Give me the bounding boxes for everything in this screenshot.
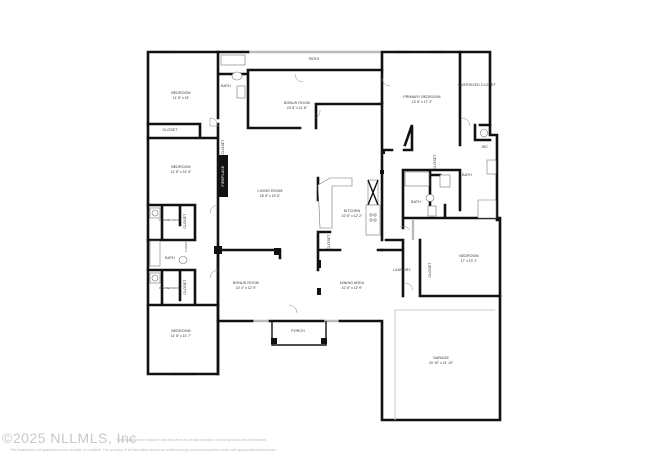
size-bonus-room-south: 10' 4" x 12' 9"	[236, 286, 257, 290]
label-closet-primary: CLOSET	[433, 154, 437, 170]
label-fireplace: FIREPLACE	[221, 165, 225, 186]
label-bath-nw: BATH	[221, 84, 231, 88]
label-bedroom-sw: BEDROOM	[171, 329, 190, 333]
label-closet-nw: CLOSET	[163, 128, 179, 132]
label-laundry: LAUNDRY	[393, 268, 411, 272]
label-oversized-closet: OVERSIZED CLOSET	[458, 83, 496, 87]
kitchen-counters	[317, 177, 381, 236]
size-bedroom-nw: 11' 8" x 15'	[173, 96, 190, 100]
label-living-room: LIVING ROOM	[257, 189, 282, 193]
label-closet-powder-1: CLOSET	[183, 213, 187, 229]
size-living-room: 18' 5" x 19' 6"	[260, 194, 281, 198]
copyright-watermark: ©2025 NLLMLS, Inc	[2, 430, 137, 446]
size-bedroom-west: 11' 8" x 14' 5"	[171, 170, 192, 174]
size-primary-bedroom: 13' 6" x 17' 3"	[412, 100, 433, 104]
label-primary-bath: BATH	[462, 173, 472, 177]
label-dining-area: DINING AREA	[340, 281, 365, 285]
label-wc: WC	[482, 145, 488, 149]
label-closet-laundry: CLOSET	[428, 262, 432, 278]
size-kitchen: 10' 8" x 12' 2"	[342, 214, 363, 218]
size-bonus-room-north: 23' 8" x 11' 8"	[287, 106, 308, 110]
label-porch: PORCH	[291, 329, 305, 333]
size-dining-area: 10' 8" x 12' 9"	[342, 286, 363, 290]
label-bath-east: BATH	[411, 200, 421, 204]
label-bedroom-west: BEDROOM	[171, 165, 190, 169]
disclaimer-line-2: This illustration is not guaranteed to b…	[10, 448, 277, 452]
room-labels: PATIO BEDROOM 11' 8" x 15' BATH CLOSET B…	[159, 57, 496, 365]
label-bedroom-east: BEDROOM	[459, 254, 478, 258]
label-closet-kitchen: CLOSET	[327, 234, 331, 250]
label-closet-powder-2: CLOSET	[183, 279, 187, 295]
bath-fixtures	[149, 54, 497, 284]
label-powder-room-1: POWDER ROOM	[159, 218, 181, 222]
garage-door-outline	[394, 309, 495, 420]
label-patio: PATIO	[309, 57, 320, 61]
label-powder-room-2: POWDER ROOM	[159, 286, 181, 290]
label-closet-living: CLOSET	[221, 139, 225, 155]
label-garage: GARAGE	[433, 356, 449, 360]
label-bath-west: BATH	[165, 256, 175, 260]
label-primary-bedroom: PRIMARY BEDROOM	[403, 95, 440, 99]
porch-outline	[271, 321, 327, 346]
label-bedroom-nw: BEDROOM	[171, 91, 190, 95]
label-closet-bath-west: CLOSET	[185, 241, 188, 252]
size-bedroom-sw: 11' 8" x 14' 7"	[171, 334, 192, 338]
label-bonus-room-south: BONUS ROOM	[233, 281, 259, 285]
size-bedroom-east: 17' x 13' 1"	[461, 259, 478, 263]
label-kitchen: KITCHEN	[344, 209, 361, 213]
columns	[214, 150, 385, 344]
doors	[209, 73, 471, 314]
disclaimer-line-1: This illustration are indicative only an…	[116, 438, 267, 442]
label-bonus-room-north: BONUS ROOM	[284, 101, 310, 105]
size-garage: 20' 10" x 21' 10"	[429, 361, 454, 365]
fireplace-block	[218, 155, 228, 197]
